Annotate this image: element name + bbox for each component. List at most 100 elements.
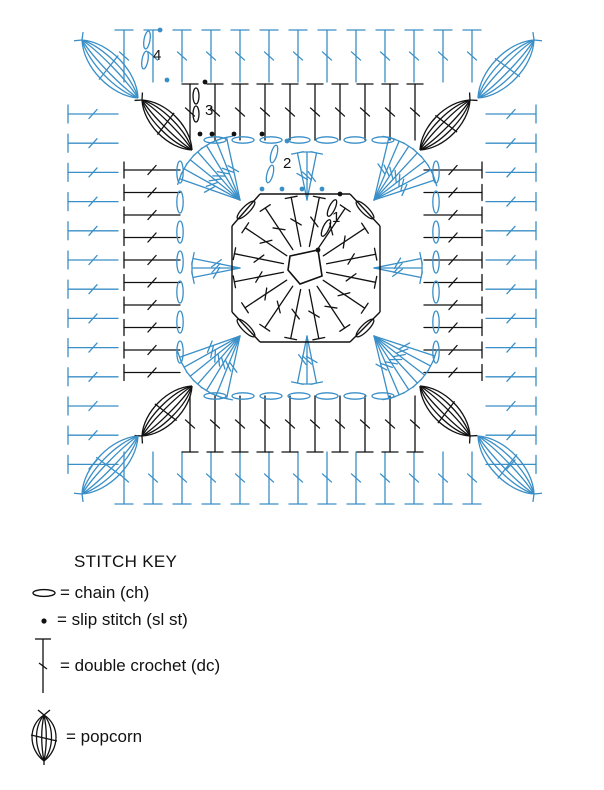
round-label-1: 1: [332, 209, 340, 226]
round-2-bottom-chain: [343, 392, 367, 400]
popcorn-petal: [141, 385, 193, 437]
dc-yarn-over: [297, 354, 307, 366]
dc-yarn-over: [292, 51, 304, 61]
dc-yarn-over: [88, 254, 98, 266]
dc-top-bar: [420, 155, 429, 167]
dc-yarn-over: [337, 292, 351, 297]
dc-yarn-over: [506, 430, 516, 441]
dc-top-bar: [284, 195, 298, 200]
round-2-slip-stitch: [299, 186, 305, 192]
round-3-slip-stitch: [209, 131, 215, 137]
round-3-slip-stitch: [197, 131, 203, 137]
dc-yarn-over: [147, 209, 157, 221]
dc-top-bar: [392, 391, 406, 398]
dc-top-bar: [339, 324, 351, 332]
dc-yarn-over: [506, 371, 516, 382]
dc-yarn-over: [409, 107, 421, 117]
round-4-left-dc: [67, 191, 119, 212]
round-4-left-dc: [67, 308, 119, 329]
dc-yarn-over: [380, 362, 393, 369]
round-3-top-dc: [406, 83, 424, 141]
popcorn-petal: [81, 435, 139, 495]
round-2-corner-dc: [373, 148, 423, 201]
round-1-dc: [259, 204, 294, 251]
popcorn-stitches: [73, 31, 543, 503]
dc-yarn-over: [227, 165, 240, 173]
dc-yarn-over: [384, 361, 398, 365]
popcorn-yarn-over: [95, 456, 122, 477]
popcorn-top: [73, 492, 84, 503]
dc-yarn-over: [310, 216, 319, 228]
round-3-left-dc: [123, 206, 181, 224]
round-1-dc: [232, 271, 285, 289]
round-4-right-dc: [485, 367, 537, 387]
round-3-right-dc: [423, 206, 483, 224]
dc-yarn-over: [147, 473, 159, 483]
round-1-dc: [241, 279, 288, 314]
dc-top-bar: [192, 379, 203, 389]
popcorn-petal: [477, 39, 535, 99]
dc-yarn-over: [395, 348, 409, 354]
round-4-right-dc: [485, 279, 537, 299]
dc-yarn-over: [379, 51, 391, 61]
dc-yarn-over: [221, 167, 235, 174]
round-2-corner-dc: [373, 164, 435, 201]
round-2-corner-dc: [200, 141, 241, 201]
round-4-right-dc: [485, 221, 537, 241]
dc-top-bar: [191, 251, 195, 265]
dc-yarn-over: [184, 419, 196, 429]
dc-top-bar: [419, 271, 423, 285]
round-2-corner-dc: [209, 137, 241, 201]
dc-top-bar: [382, 135, 396, 140]
popcorn-top: [134, 92, 144, 102]
dc-yarn-over: [118, 51, 130, 61]
dc-yarn-over: [379, 473, 391, 483]
round-label-4: 4: [153, 47, 161, 64]
round-1-start-chain: [320, 219, 332, 237]
dc-yarn-over: [506, 254, 516, 266]
popcorn-top: [532, 492, 543, 503]
round-2-side-dc: [373, 267, 423, 285]
popcorn-petal: [477, 435, 535, 495]
dc-yarn-over: [392, 268, 404, 278]
dc-yarn-over: [466, 51, 478, 61]
round-4-left-dc: [67, 396, 119, 416]
round-3-top-dc: [381, 83, 399, 141]
round-1-dc: [308, 195, 326, 248]
round-3-left-dc: [123, 318, 181, 337]
dc-yarn-over: [350, 51, 362, 61]
round-4-slip-stitch: [164, 77, 170, 83]
round-2-side-dc: [191, 251, 241, 269]
dc-yarn-over: [506, 196, 516, 207]
dc-top-bar: [432, 173, 438, 187]
dc-yarn-over: [506, 138, 516, 149]
round-1-dc: [308, 288, 326, 341]
popcorn-petal: [477, 39, 535, 99]
dc-yarn-over: [209, 419, 221, 429]
popcorn-petal: [81, 39, 139, 99]
dc-top-bar: [361, 222, 369, 234]
round-2-corner-dc: [192, 147, 241, 201]
popcorn-petal: [81, 39, 139, 99]
popcorn-petal: [419, 385, 471, 437]
round-4-left-dc: [67, 425, 119, 445]
round-1-corner-chain: [236, 200, 256, 220]
round-1-start-chain: [326, 199, 338, 217]
dc-yarn-over: [272, 227, 286, 231]
dc-top-bar: [232, 247, 237, 261]
dc-yarn-over: [224, 359, 232, 372]
round-4-right-dc: [485, 104, 537, 124]
popcorn-icon: [30, 709, 58, 765]
round-4-left-dc: [67, 221, 119, 241]
popcorn-petal: [81, 435, 139, 495]
dc-yarn-over: [448, 209, 458, 221]
dc-top-bar: [200, 386, 213, 395]
dc-top-bar: [209, 392, 223, 399]
round-2-side-dc: [373, 251, 423, 270]
dc-yarn-over: [147, 367, 157, 378]
dc-yarn-over: [437, 473, 449, 483]
dc-yarn-over: [347, 253, 355, 265]
dc-yarn-over: [398, 342, 411, 350]
dc-top-bar: [382, 396, 396, 401]
popcorn-petal: [477, 435, 535, 495]
